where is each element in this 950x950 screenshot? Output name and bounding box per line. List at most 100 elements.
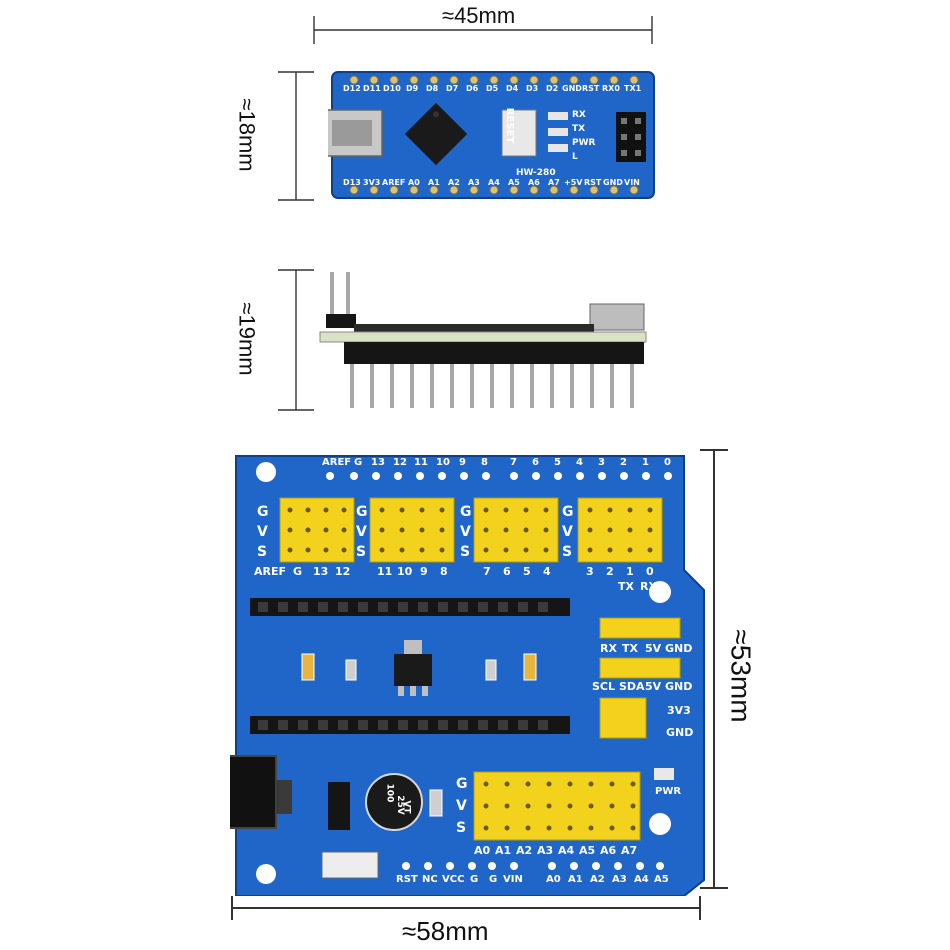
bottom-label: VCC (442, 874, 465, 885)
nano-top-label: D6 (466, 84, 479, 93)
nano-bottom-label: RST (584, 178, 602, 187)
block2-label: 8 (440, 565, 448, 578)
nano-reset-label: RESET (504, 107, 516, 144)
txrx-label: RX (640, 580, 657, 593)
nano-bottom-label: A1 (428, 178, 440, 187)
nano-bottom-label: A3 (468, 178, 480, 187)
side-height-label: ≈19mm (234, 302, 260, 376)
gvs-label: G (456, 776, 468, 792)
bottom-label: VIN (503, 874, 523, 885)
nano-bottom-label: +5V (564, 178, 583, 187)
bottom-label: A2 (590, 874, 605, 885)
block3-label: 7 (483, 565, 491, 578)
i2c-label: GND (665, 680, 693, 693)
gvs-label: S (562, 544, 573, 560)
block3-label: 5 (523, 565, 531, 578)
nano-bottom-label: AREF (382, 178, 406, 187)
shield-top-label: 7 (510, 457, 517, 468)
nano-bottom-label: A0 (408, 178, 420, 187)
shield-top-label: G (354, 457, 363, 468)
block1-label: AREF (254, 565, 287, 578)
analog-label: A5 (579, 844, 596, 857)
shield-top-label: 12 (393, 457, 407, 468)
power-label: 3V3 (667, 704, 691, 717)
nano-bottom-label: D13 (343, 178, 361, 187)
nano-board-top (325, 68, 658, 202)
gvs-label: G (562, 504, 574, 520)
nano-led-l: L (572, 152, 578, 162)
nano-top-label: D7 (446, 84, 459, 93)
analog-label: A4 (558, 844, 575, 857)
nano-bottom-label: A2 (448, 178, 460, 187)
block3-label: 6 (503, 565, 511, 578)
nano-top-label: D10 (383, 84, 401, 93)
shield-top-label: 2 (620, 457, 627, 468)
analog-label: A6 (600, 844, 617, 857)
bottom-label: RST (396, 874, 418, 885)
analog-label: A1 (495, 844, 512, 857)
bottom-label: A0 (546, 874, 561, 885)
shield-top-label: 8 (481, 457, 488, 468)
nano-top-label: D3 (526, 84, 539, 93)
nano-bottom-label: GND (603, 178, 623, 187)
bottom-label: A1 (568, 874, 583, 885)
shield-top-label: 3 (598, 457, 605, 468)
nano-bottom-label: A5 (508, 178, 520, 187)
shield-top-label: 0 (664, 457, 671, 468)
block4-label: 3 (586, 565, 594, 578)
shield-top-label: 13 (371, 457, 385, 468)
gvs-label: S (460, 544, 471, 560)
shield-top-label: 9 (459, 457, 466, 468)
uart-label: 5V (645, 642, 662, 655)
uart-label: TX (622, 642, 638, 655)
capacitor-label: 100 (384, 783, 395, 803)
nano-led-rx: RX (572, 110, 586, 120)
nano-led-pwr: PWR (572, 138, 596, 148)
i2c-label: 5V (645, 680, 662, 693)
nano-led-tx: TX (572, 124, 586, 134)
pwr-led-label: PWR (655, 786, 682, 797)
uart-label: RX (600, 642, 617, 655)
shield-top-label: 6 (532, 457, 539, 468)
nano-board-graphic (325, 71, 655, 199)
gvs-label: V (257, 524, 268, 540)
block4-label: 2 (606, 565, 614, 578)
gvs-label: G (460, 504, 472, 520)
nano-height-label: ≈18mm (234, 98, 260, 172)
nano-top-label: D2 (546, 84, 559, 93)
nano-width-label: ≈45mm (442, 3, 516, 28)
bottom-label: A5 (654, 874, 669, 885)
gvs-label: G (356, 504, 368, 520)
uart-label: GND (665, 642, 693, 655)
shield-top-label: 10 (436, 457, 450, 468)
gvs-label: S (456, 820, 467, 836)
block1-label: 12 (335, 565, 351, 578)
block4-label: 0 (646, 565, 654, 578)
shield-top-label: 5 (554, 457, 561, 468)
nano-top-label: RST (582, 84, 600, 93)
nano-top-label: D8 (426, 84, 439, 93)
nano-bottom-label: 3V3 (363, 178, 381, 187)
shield-top-label: AREF (322, 457, 352, 468)
block3-label: 4 (543, 565, 551, 578)
bottom-label: G (470, 874, 479, 885)
nano-bottom-label: A7 (548, 178, 560, 187)
gvs-label: S (257, 544, 268, 560)
bottom-label: NC (422, 874, 438, 885)
shield-top-label: 4 (576, 457, 583, 468)
shield-board (230, 455, 705, 896)
nano-model-label: HW-280 (516, 168, 556, 178)
nano-top-label: D9 (406, 84, 419, 93)
bottom-label: A3 (612, 874, 627, 885)
nano-top-label: D12 (343, 84, 361, 93)
gvs-label: S (356, 544, 367, 560)
gvs-label: G (257, 504, 269, 520)
nano-top-label: GND (562, 84, 582, 93)
block2-label: 10 (397, 565, 413, 578)
nano-bottom-label: VIN (624, 178, 640, 187)
analog-label: A0 (474, 844, 491, 857)
block2-label: 11 (377, 565, 393, 578)
txrx-label: TX (618, 580, 634, 593)
nano-top-label: D5 (486, 84, 499, 93)
